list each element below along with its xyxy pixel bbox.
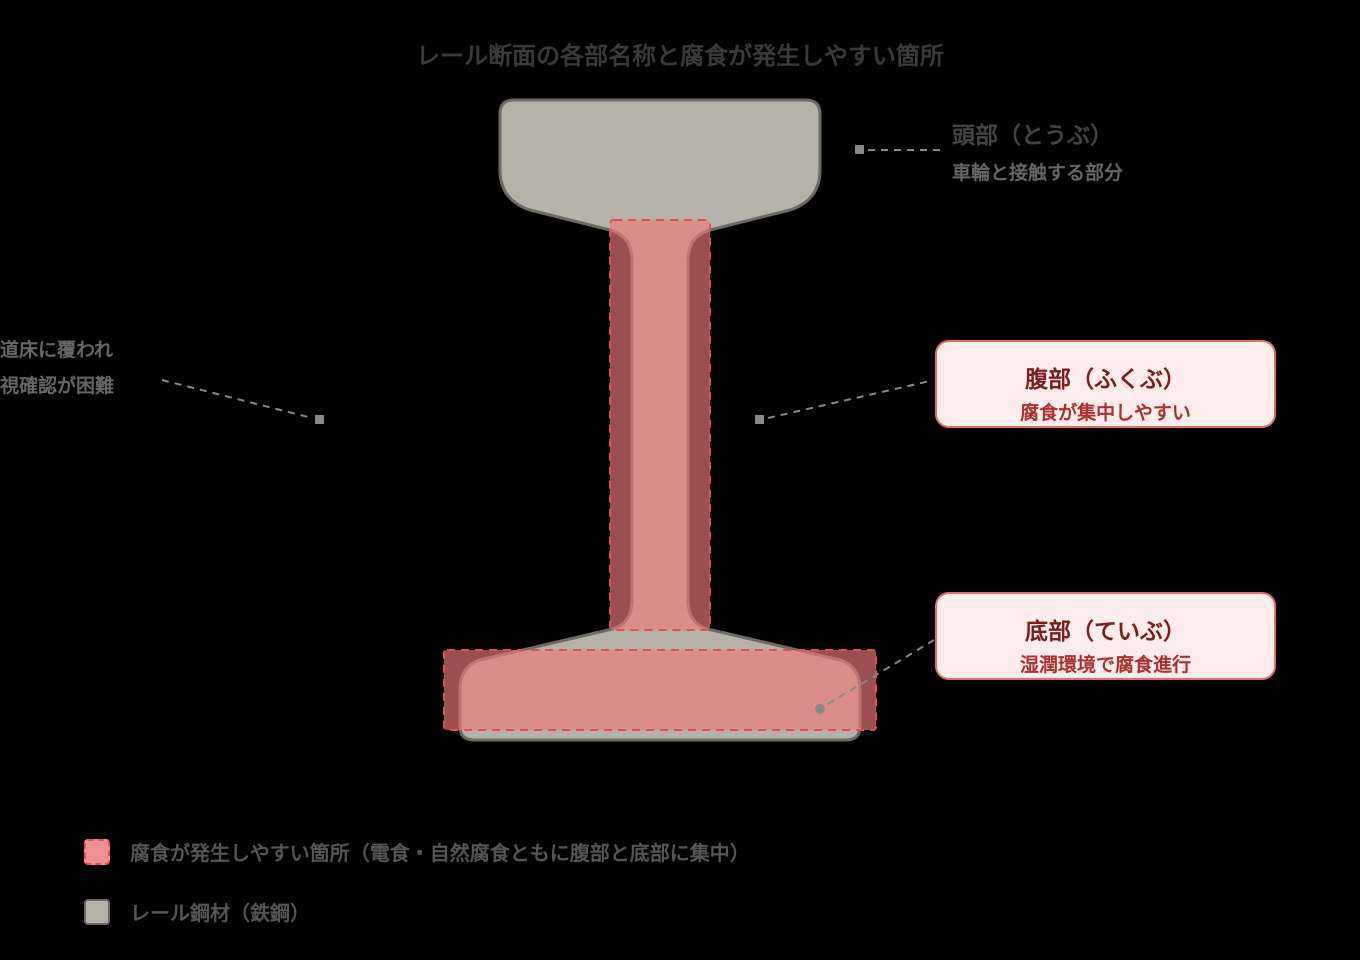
head-marker-dot (855, 145, 864, 154)
left-note-label: 道床に覆われ 視確認が困難 (0, 332, 114, 404)
head-label-name: 頭部（とうぶ） (952, 123, 1113, 149)
base-marker-dot (815, 704, 825, 714)
base-callout-desc: 湿潤環境で腐食進行 (1019, 654, 1191, 676)
web-callout-desc: 腐食が集中しやすい (1020, 402, 1191, 424)
corrosion-zone-base (443, 649, 877, 731)
web-callout: 腹部（ふくぶ） 腐食が集中しやすい (935, 340, 1276, 428)
legend-item-steel: レール鋼材（鉄鋼） (84, 897, 310, 926)
corrosion-zone-web (609, 219, 711, 631)
legend-item-corrosion: 腐食が発生しやすい箇所（電食・自然腐食ともに腹部と底部に集中） (84, 837, 750, 866)
left-note-marker-dot (315, 415, 324, 424)
legend-label-corrosion: 腐食が発生しやすい箇所（電食・自然腐食ともに腹部と底部に集中） (130, 841, 750, 865)
steel-swatch-icon (84, 898, 110, 925)
head-label: 頭部（とうぶ） 車輪と接触する部分 (952, 116, 1123, 185)
web-callout-name: 腹部（ふくぶ） (1025, 367, 1186, 393)
web-leader-line (767, 380, 931, 419)
left-note-line2: 視確認が困難 (0, 375, 115, 397)
head-label-desc: 車輪と接触する部分 (952, 162, 1124, 184)
left-note-line1: 道床に覆われ (0, 339, 114, 361)
base-callout: 底部（ていぶ） 湿潤環境で腐食進行 (935, 592, 1276, 680)
diagram-title: レール断面の各部名称と腐食が発生しやすい箇所 (416, 42, 944, 70)
left-note-leader-line (161, 379, 313, 419)
base-callout-name: 底部（ていぶ） (1025, 619, 1186, 645)
web-marker-dot (755, 415, 764, 424)
corrosion-swatch-icon (84, 838, 110, 865)
legend-label-steel: レール鋼材（鉄鋼） (130, 901, 310, 925)
